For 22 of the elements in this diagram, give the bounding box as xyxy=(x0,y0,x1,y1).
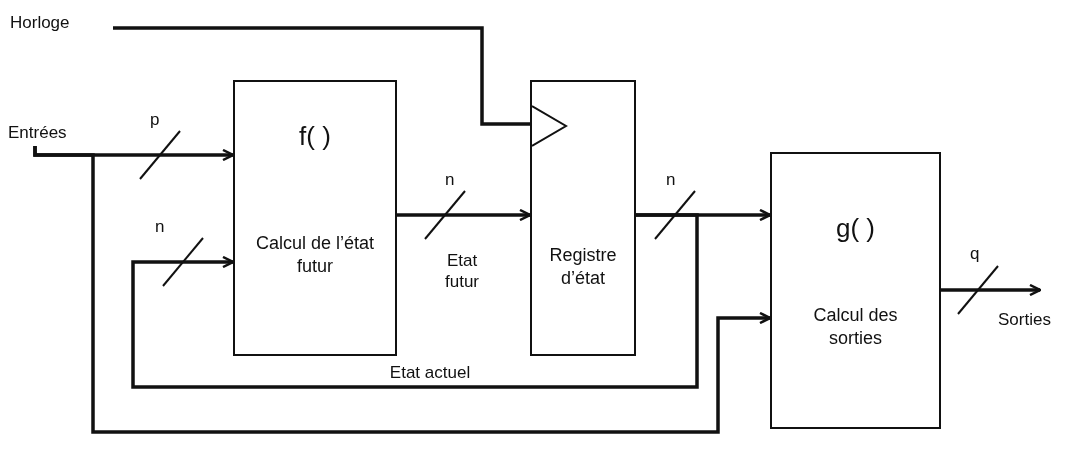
function-name: f( ) xyxy=(298,120,332,153)
bus-width-label: p xyxy=(150,110,160,130)
signal-arrow xyxy=(131,213,699,389)
block-description: Calcul des sorties xyxy=(812,304,899,349)
bus-width-label: q xyxy=(970,244,980,264)
bus-width-label: n xyxy=(445,170,455,190)
bus-width-label: n xyxy=(155,217,165,237)
bus-width-label: n xyxy=(666,170,676,190)
signal-label: Horloge xyxy=(10,10,105,36)
signal-arrow xyxy=(941,283,1042,297)
signal-arrow xyxy=(397,208,532,222)
signal-arrow xyxy=(33,145,772,434)
signal-name: Etat actuel xyxy=(388,362,472,384)
block-box xyxy=(530,80,636,356)
signal-name: Etat futur xyxy=(444,250,480,293)
block-box xyxy=(233,80,397,356)
block-description: Registre d’état xyxy=(548,244,618,289)
block-description: Calcul de l’état futur xyxy=(254,232,376,277)
signal-label: Sorties xyxy=(998,308,1068,332)
signal-label: Entrées xyxy=(8,120,96,146)
function-name: g( ) xyxy=(835,212,876,245)
block-box xyxy=(770,152,941,429)
